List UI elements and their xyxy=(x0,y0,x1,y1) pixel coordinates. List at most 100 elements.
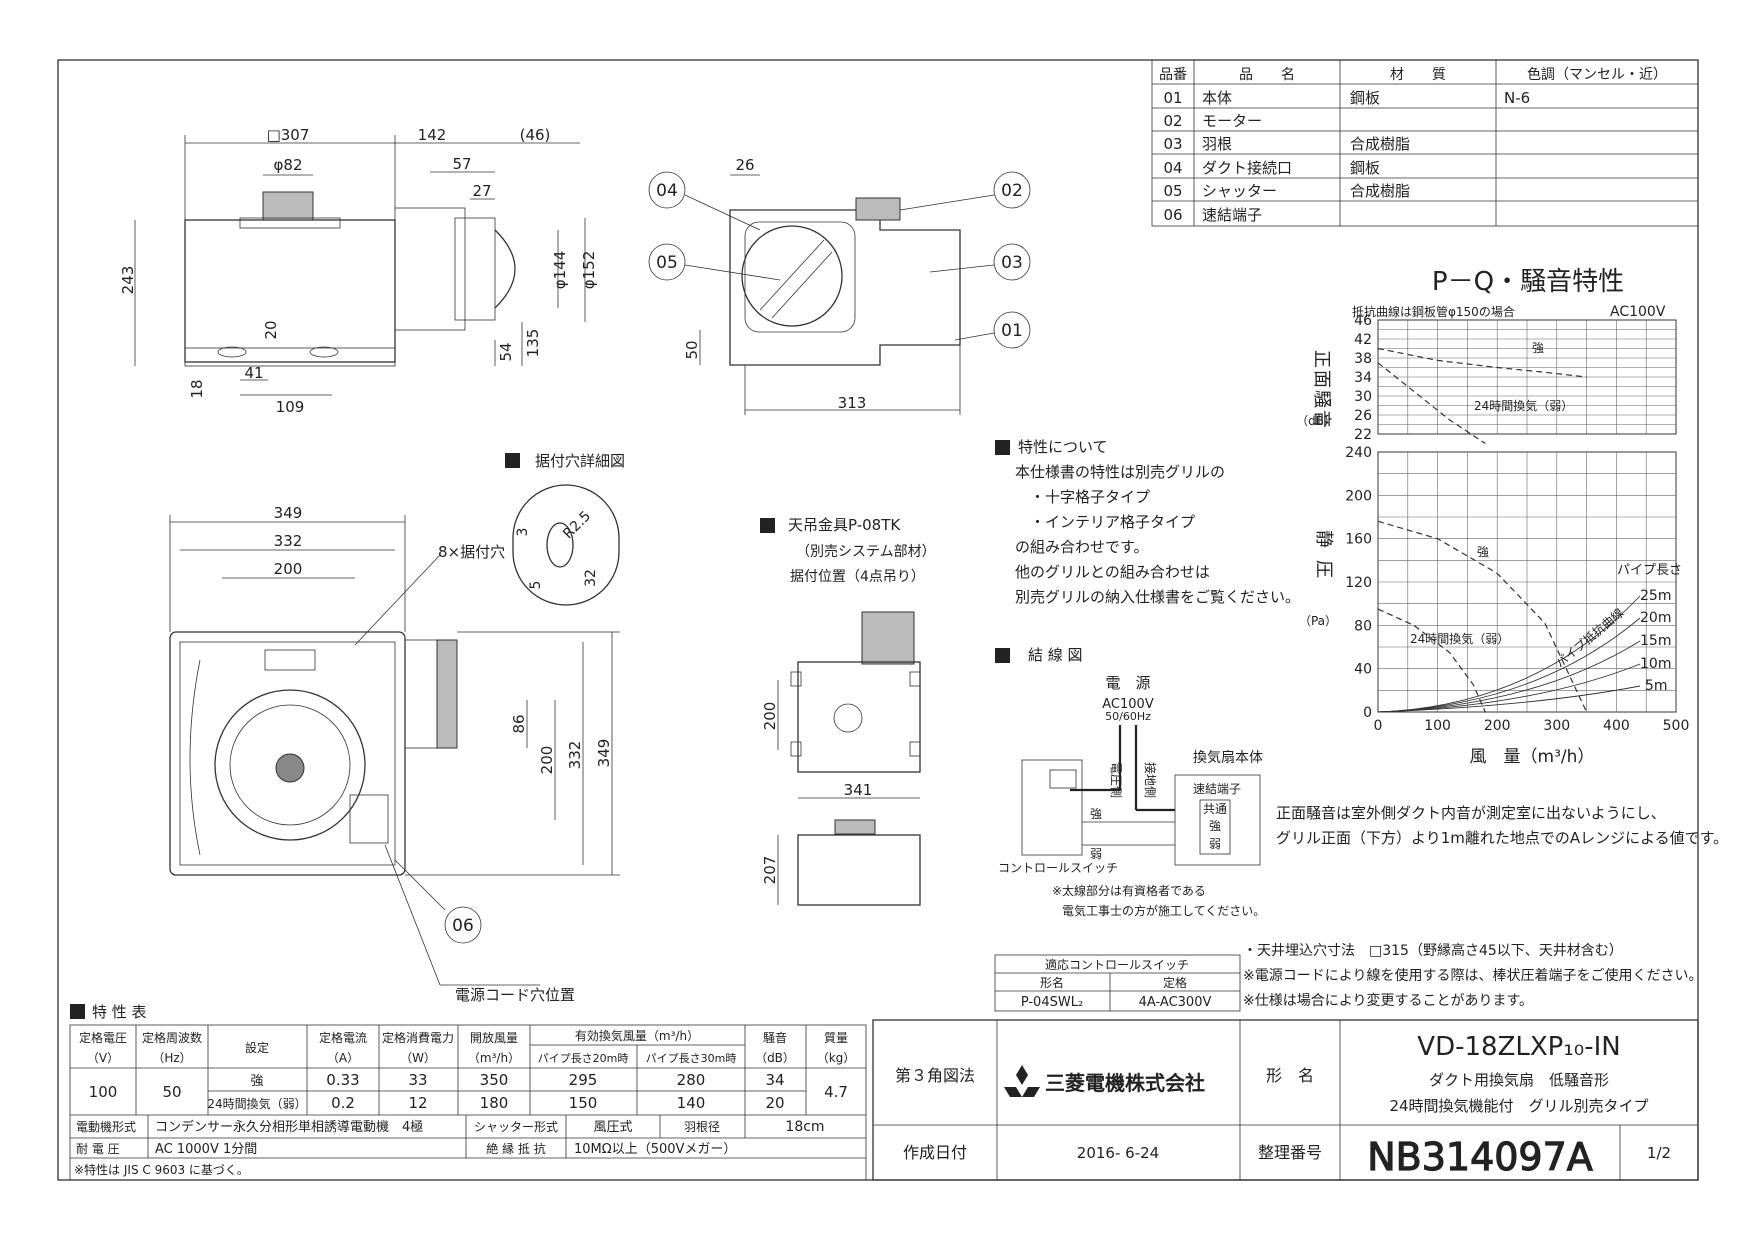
dim-332-right: 332 xyxy=(566,741,584,770)
front-view: □307 142 (46) φ82 57 27 243 φ144 φ152 13… xyxy=(119,126,598,416)
parts-row-material: 合成樹脂 xyxy=(1350,182,1410,200)
switch-rating: 4A-AC300V xyxy=(1139,995,1212,1010)
pressure-tick-label: 160 xyxy=(1345,532,1372,548)
callout-04: 04 xyxy=(656,181,678,201)
callout-03: 03 xyxy=(1001,253,1023,273)
spec-u-power: （W） xyxy=(400,1051,436,1065)
spec-row-noise: 34 xyxy=(765,1071,784,1089)
spec-motor-value: コンデンサー永久分相形単相誘導電動機 4極 xyxy=(155,1119,423,1135)
spec-h-setting: 設定 xyxy=(245,1040,269,1055)
pressure-tick-label: 240 xyxy=(1345,445,1372,461)
pq-chart-note: 抵抗曲線は鋼板管φ150の場合 xyxy=(1352,304,1515,319)
hanger-dim-207: 207 xyxy=(761,856,779,885)
hanger-dim-200: 200 xyxy=(761,702,779,731)
x-tick-label: 0 xyxy=(1374,718,1383,734)
spec-row-open: 180 xyxy=(480,1094,509,1112)
pq-chart-voltage: AC100V xyxy=(1610,304,1666,320)
spec-blade-label: 羽根径 xyxy=(684,1120,720,1134)
feature-line: 本仕様書の特性は別売グリルの xyxy=(1015,463,1225,481)
spec-shutter-label: シャッター形式 xyxy=(474,1120,558,1134)
wiring-terminal: 速結端子 xyxy=(1193,782,1241,796)
pressure-tick-label: 0 xyxy=(1363,705,1372,721)
parts-row-name: シャッター xyxy=(1202,182,1277,200)
mount-hole-detail: 据付穴詳細図 3 R2.5 5 32 xyxy=(505,452,625,606)
spec-row-p30: 280 xyxy=(677,1071,706,1089)
spec-shutter-value: 風圧式 xyxy=(593,1120,632,1135)
dim-313: 313 xyxy=(838,394,867,412)
spec-row-p20: 295 xyxy=(569,1071,598,1089)
dim-200-right: 200 xyxy=(538,746,556,775)
parts-header-color: 色調（マンセル・近） xyxy=(1527,66,1667,83)
parts-table: 品番 品 名 材 質 色調（マンセル・近） 01 本体 鋼板 N-6 02 モー… xyxy=(1151,59,1699,227)
projection-label: 第３角図法 xyxy=(895,1066,975,1085)
noise-axis-label: 正面騒音 xyxy=(1311,350,1332,430)
x-tick-label: 400 xyxy=(1603,718,1630,734)
pressure-weak-curve xyxy=(1377,608,1486,713)
model-number: VD-18ZLXP₁₀-IN xyxy=(1417,1032,1620,1062)
wiring-freq: 50/60Hz xyxy=(1105,710,1151,723)
mount-dim-r25: R2.5 xyxy=(560,508,594,542)
noise-weak-curve xyxy=(1377,362,1486,445)
spec-row-current: 0.2 xyxy=(331,1094,355,1112)
noise-tick-label: 42 xyxy=(1354,332,1372,348)
spec-freq-value: 50 xyxy=(162,1083,181,1101)
spec-blade-value: 18cm xyxy=(785,1119,824,1135)
noise-tick-label: 22 xyxy=(1354,427,1372,443)
spec-h-freq: 定格周波数 xyxy=(142,1030,202,1045)
dim-243: 243 xyxy=(119,266,137,295)
spec-u-voltage: （V） xyxy=(87,1051,119,1065)
switch-h1: 形名 xyxy=(1040,975,1064,990)
mount-dim-5: 5 xyxy=(528,581,544,590)
spec-note-2: ※電源コードにより線を使用する際は、棒状圧着端子をご使用ください。 xyxy=(1243,967,1702,984)
pressure-weak-label: 24時間換気（弱） xyxy=(1410,631,1509,646)
noise-note-line1: 正面騒音は室外側ダクト内音が測定室に出ないようにし、 xyxy=(1276,804,1666,822)
spec-withstand-value: AC 1000V 1分間 xyxy=(155,1142,257,1157)
hanger-heading: 天吊金具P-08TK xyxy=(788,516,901,534)
parts-row-material: 鋼板 xyxy=(1350,159,1380,177)
noise-tick-label: 38 xyxy=(1354,351,1372,367)
hanger-dim-341: 341 xyxy=(844,781,873,799)
model-desc1: ダクト用換気扇 低騒音形 xyxy=(1429,1071,1609,1089)
noise-tick-label: 34 xyxy=(1354,370,1372,386)
pipe-length-20: 20m xyxy=(1640,610,1671,626)
spec-h-eff: 有効換気風量（m³/h） xyxy=(575,1028,699,1043)
dim-54: 54 xyxy=(497,342,515,361)
wiring-weak: 弱 xyxy=(1090,847,1102,861)
parts-row-no: 03 xyxy=(1163,135,1182,153)
spec-mass-value: 4.7 xyxy=(824,1083,848,1101)
feature-line: ・十字格子タイプ xyxy=(1030,488,1150,506)
wiring-terminal-weak: 弱 xyxy=(1209,837,1221,851)
wiring-strong: 強 xyxy=(1090,807,1102,821)
pressure-strong-curve xyxy=(1377,520,1588,713)
pipe-resistance-curve xyxy=(1377,663,1641,713)
x-tick-label: 300 xyxy=(1543,718,1570,734)
parts-row-name: 羽根 xyxy=(1202,135,1232,153)
pipe-resistance-curve xyxy=(1377,685,1641,713)
doc-label: 整理番号 xyxy=(1258,1143,1322,1162)
feature-line: 他のグリルとの組み合わせは xyxy=(1015,563,1210,581)
switch-model: P-04SWL₂ xyxy=(1021,995,1083,1010)
pressure-axis-unit: （Pa） xyxy=(1299,614,1337,628)
parts-header-no: 品番 xyxy=(1159,67,1187,83)
parts-row-no: 01 xyxy=(1163,89,1182,107)
spec-footnote: ※特性は JIS C 9603 に基づく。 xyxy=(74,1162,249,1177)
spec-row-p30: 140 xyxy=(677,1094,706,1112)
spec-h-power: 定格消費電力 xyxy=(382,1030,454,1045)
pipe-resistance-curve xyxy=(1377,640,1641,713)
callout-01: 01 xyxy=(1001,321,1023,341)
dim-307: □307 xyxy=(267,126,310,144)
x-tick-label: 100 xyxy=(1424,718,1451,734)
dim-57: 57 xyxy=(452,155,471,173)
parts-row-name: 速結端子 xyxy=(1202,206,1262,224)
dim-332-top: 332 xyxy=(274,532,303,550)
spec-h-noise: 騒音 xyxy=(763,1030,787,1045)
company-name: 三菱電機株式会社 xyxy=(1045,1071,1205,1095)
spec-h-p30: パイプ長さ30m時 xyxy=(646,1052,737,1065)
pressure-tick-label: 120 xyxy=(1345,575,1372,591)
dim-135: 135 xyxy=(524,329,542,358)
noise-tick-label: 26 xyxy=(1354,408,1372,424)
feature-line: ・インテリア格子タイプ xyxy=(1030,513,1195,531)
parts-row-no: 05 xyxy=(1163,182,1182,200)
parts-header-name: 品 名 xyxy=(1239,67,1295,83)
